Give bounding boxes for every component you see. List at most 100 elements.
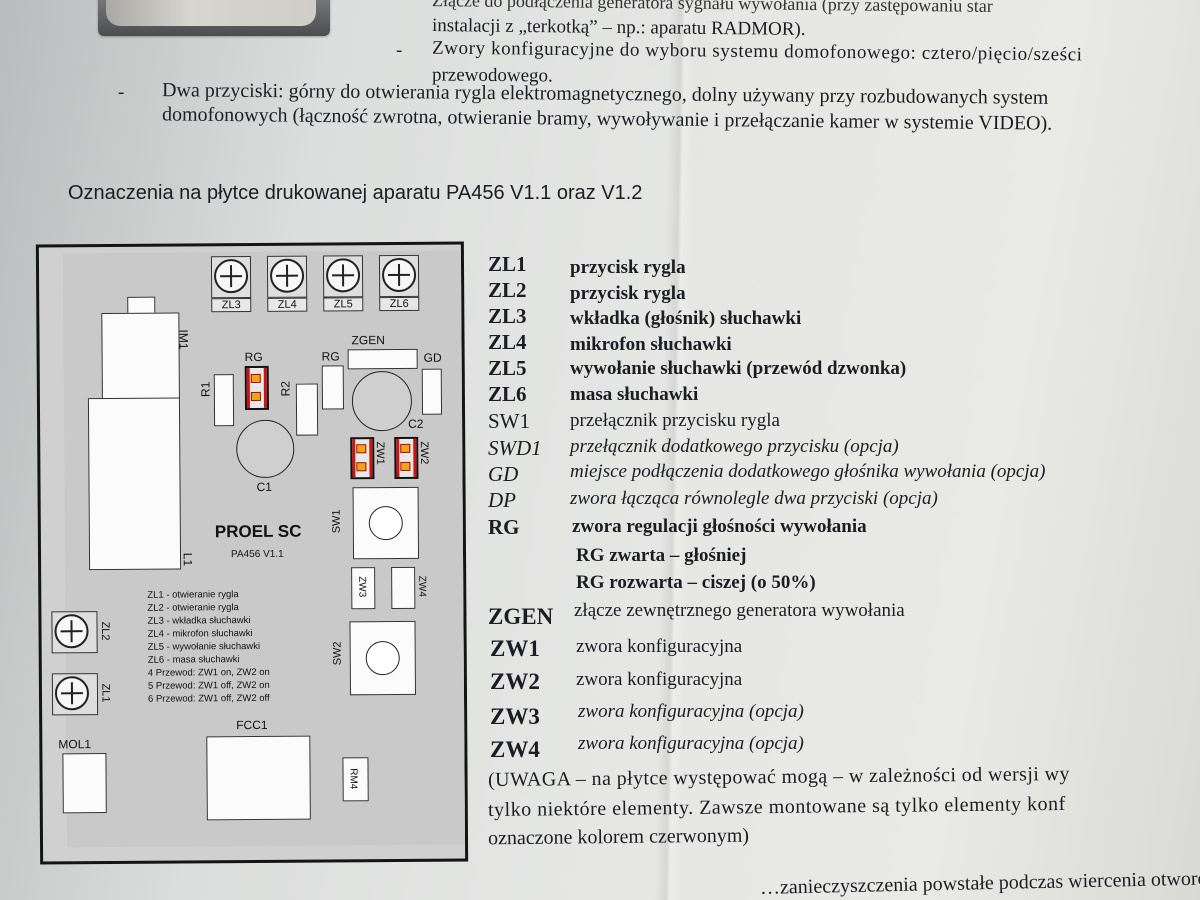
board-note: ZL5 - wywołanie słuchawki [147,640,261,653]
label-mol1: MOL1 [58,737,92,752]
intro-line-0: Złącze do podłączenia generatora sygnału… [431,0,993,16]
board-note: ZL2 - otwieranie rygla [147,602,239,614]
zgen-connector [347,348,418,370]
note-line-2: tylko niektóre elementy. Zawsze montowan… [487,792,1066,822]
legend-desc: przycisk rygla [570,257,686,278]
legend-code: ZL1 [488,252,527,276]
legend-code: ZW1 [490,636,540,661]
legend-desc: zwora regulacji głośności wywołania [572,516,867,537]
label-zl3: ZL3 [211,297,252,313]
pcb-board: ZL3 ZL4 ZL5 ZL6 IM1 L1 RG R1 C1 R2 RG ZG… [51,250,466,848]
label-r1: R1 [198,381,213,398]
board-notes: ZL1 - otwieranie rygla ZL2 - otwieranie … [147,588,270,706]
terminal-zl4 [266,255,308,298]
label-zw3: ZW3 [356,576,368,598]
board-note: ZL1 - otwieranie rygla [147,589,239,601]
jumper-zw1 [350,437,375,480]
legend-desc: RG rozwarta – ciszej (o 50%) [576,572,816,593]
legend-code: ZL3 [488,304,527,328]
intro-line-1: instalacji z „terkotką” – np.: aparatu R… [431,15,806,40]
fcc1-connector [206,735,311,821]
legend-code: SW1 [488,409,530,433]
gd-pad [421,368,443,415]
legend-desc: mikrofon słuchawki [570,334,732,355]
label-fcc1: FCC1 [236,717,268,733]
legend-code: DP [488,488,516,512]
legend-desc: złącze zewnętrznego generatora wywołania [574,600,905,621]
label-zw2: ZW2 [417,441,431,465]
sw2-button [365,640,400,676]
label-zl1: ZL1 [99,683,112,703]
rg-2-pad [321,365,344,410]
label-zl6: ZL6 [379,296,420,312]
section-heading: Oznaczenia na płytce drukowanej aparatu … [68,182,643,204]
jumper-zw2 [394,436,419,480]
r2-resistor [295,383,319,436]
label-c2: C2 [408,416,424,431]
board-note: ZL6 - masa słuchawki [147,654,240,666]
terminal-zl3 [210,256,252,299]
legend-code: ZL2 [488,278,527,302]
legend-desc: przełącznik dodatkowego przycisku (opcja… [570,436,899,457]
legend-code: SWD1 [488,436,542,460]
legend-code: ZL4 [488,330,527,354]
zw4-pad [391,566,416,610]
label-l1: L1 [180,552,195,567]
legend-desc: przycisk rygla [570,283,686,304]
terminal-zl6 [378,254,420,298]
label-zw1: ZW1 [373,441,387,465]
footer-line: …zanieczyszczenia powstałe podczas wierc… [759,867,1200,899]
board-note: ZL3 - wkładka słuchawki [147,615,251,627]
label-zgen: ZGEN [351,333,385,348]
label-zl2: ZL2 [98,621,112,641]
terminal-zl1 [51,673,99,716]
board-note: 4 Przewod: ZW1 on, ZW2 on [147,666,270,679]
board-note: 5 Przewod: ZW1 off, ZW2 on [147,679,270,692]
bullet-zwory: - [396,40,403,61]
terminal-zl5 [322,255,364,298]
legend-code: ZGEN [488,604,554,629]
label-sw2: SW2 [331,641,344,666]
board-note: ZL4 - mikrofon słuchawki [147,627,253,640]
label-r2: R2 [278,381,293,397]
bullet-przyciski: - [118,82,125,103]
legend-code: RG [488,515,520,539]
legend-desc: wywołanie słuchawki (przewód dzwonka) [570,358,907,379]
legend-code: ZL6 [488,382,527,406]
legend-code: ZL5 [488,356,527,380]
label-im1: IM1 [176,329,191,350]
legend-desc: zwora konfiguracyjna [576,636,743,657]
legend-desc: przełącznik przycisku rygla [570,410,780,431]
intro-line-5: domofonowych (łączność zwrotna, otwieran… [161,103,1053,135]
label-c1: C1 [256,479,272,494]
legend-desc: wkładka (głośnik) słuchawki [570,308,802,329]
c2-capacitor [351,370,413,432]
mol1-connector [62,753,107,814]
im1-component [101,312,180,402]
terminal-zl2 [51,611,98,654]
board-note: 6 Przewod: ZW1 off, ZW2 off [147,692,270,705]
legend-code: ZW3 [490,704,540,729]
sw1-button [368,505,403,541]
label-gd: GD [423,350,442,365]
brand-label: PROEL SC [214,521,302,542]
label-zl4: ZL4 [267,297,308,312]
l1-component [87,397,182,571]
device-photo [98,0,330,36]
legend-desc: zwora konfiguracyjna [576,669,743,690]
legend-desc: zwora konfiguracyjna (opcja) [578,733,804,754]
note-line-1: (UWAGA – na płytce występować mogą – w z… [487,762,1070,792]
label-zl5: ZL5 [323,297,364,312]
legend-code: ZW4 [490,737,540,762]
intro-line-2: Zwory konfiguracyjne do wyboru systemu d… [431,37,1083,66]
model-label: PA456 V1.1 [230,548,284,561]
legend-desc: zwora konfiguracyjna (opcja) [578,701,804,722]
legend-code: ZW2 [490,669,540,694]
r1-resistor [213,374,235,427]
label-rg-2: RG [321,349,340,364]
note-line-3: oznaczone kolorem czerwonym) [487,824,750,850]
legend-desc: miejsce podłączenia dodatkowego głośnika… [570,461,1046,482]
legend-desc: zwora łącząca równolegle dwa przyciski (… [570,488,938,509]
legend-code: GD [488,462,519,486]
legend-desc: RG zwarta – głośniej [576,545,747,566]
